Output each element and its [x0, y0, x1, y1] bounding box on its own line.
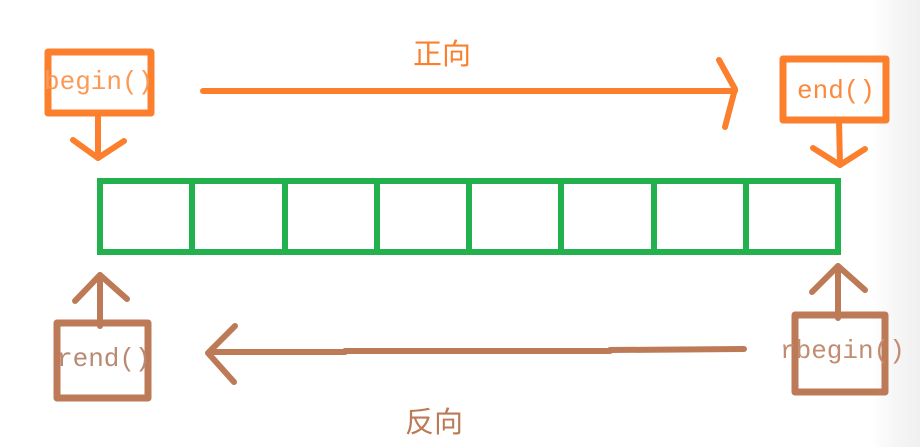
reverse-group: [53, 263, 889, 402]
reverse-direction-label: 反向: [405, 405, 464, 439]
reverse-arrow-icon: [205, 323, 747, 385]
end-label: end(): [797, 76, 876, 106]
end-down-arrow-icon: [810, 117, 868, 168]
rend-box: [53, 319, 152, 402]
container-array: [97, 178, 841, 255]
end-box: [779, 55, 890, 124]
rend-label: rend(): [57, 344, 151, 374]
forward-arrow-icon: [200, 57, 738, 130]
forward-direction-label: 正向: [413, 37, 472, 71]
begin-label: begin(): [44, 67, 154, 97]
rbegin-up-arrow-icon: [809, 263, 868, 321]
rbegin-label: rbegin(): [780, 336, 905, 366]
begin-down-arrow-icon: [70, 110, 127, 161]
rend-up-arrow-icon: [72, 272, 130, 329]
rbegin-box: [791, 311, 889, 396]
forward-group: [44, 48, 890, 168]
